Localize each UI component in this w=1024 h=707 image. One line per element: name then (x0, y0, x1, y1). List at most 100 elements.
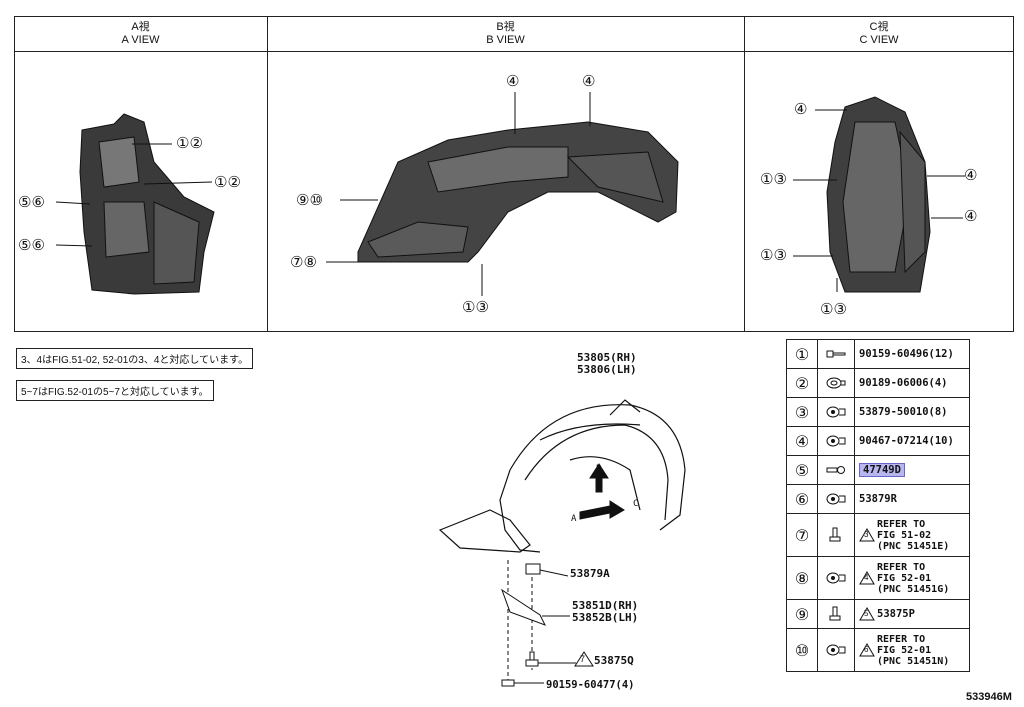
legend-row-number: ⑨ (787, 600, 818, 628)
legend-row-part: 90467-07214(10) (855, 427, 969, 455)
legend-row-number: ④ (787, 427, 818, 455)
pn-screw: 53875Q (594, 654, 634, 667)
legend-row-part-number: 90159-60496(12) (859, 348, 954, 360)
a-view-drawing (55, 113, 215, 295)
triangle-note-icon: 5 (859, 607, 875, 621)
b-callout-5: ①③ (462, 298, 489, 316)
b-view-en: B VIEW (486, 34, 525, 46)
c-callout-2: ①③ (760, 170, 787, 188)
legend-row: ③ 53879-50010(8) (787, 397, 969, 426)
legend-row: ② 90189-06006(4) (787, 368, 969, 397)
pn-seal-rh: 53851D(RH) (572, 599, 639, 612)
c-view-header: C視 C VIEW (744, 21, 1014, 47)
view-divider-1 (267, 16, 268, 332)
pn-liner-rh: 53805(RH) (577, 351, 637, 364)
legend-row: ④ 90467-07214(10) (787, 426, 969, 455)
legend-row-part: 53879R (855, 485, 969, 513)
legend-row-part-number: 53875P (877, 608, 915, 620)
legend-row-number: ② (787, 369, 818, 397)
c-view-en: C VIEW (859, 34, 899, 46)
legend-row: ⑥ 53879R (787, 484, 969, 513)
b-callout-1: ④ (506, 72, 520, 90)
arrow-a-label: A (571, 514, 577, 524)
view-divider-2 (744, 16, 745, 332)
a-view-jp: A視 (131, 21, 150, 33)
triangle-7-number: 7 (580, 654, 586, 664)
a-view-header: A視 A VIEW (14, 21, 267, 47)
nut-icon (818, 369, 855, 397)
legend-row-part: 53879-50010(8) (855, 398, 969, 426)
views-frame (14, 16, 1014, 332)
legend-row-number: ⑧ (787, 557, 818, 599)
triangle-note-icon: 6 (859, 643, 875, 657)
c-callout-4: ④ (964, 166, 978, 184)
pin-icon (818, 514, 855, 556)
clip-icon (818, 557, 855, 599)
clip-icon (818, 427, 855, 455)
b-view-drawing (326, 92, 679, 296)
main-liner-drawing (438, 399, 686, 687)
legend-row-part: 90159-60496(12) (855, 340, 969, 368)
b-callout-3: ⑨⑩ (296, 191, 323, 209)
clip-icon (818, 485, 855, 513)
legend-row-part-number: 90189-06006(4) (859, 377, 948, 389)
pn-seal-lh: 53852B(LH) (572, 611, 639, 624)
views-header-divider (14, 51, 1014, 52)
arrow-c-label: C (633, 499, 639, 509)
triangle-note-icon: 3 (859, 528, 875, 542)
pn-clip: 53879A (570, 567, 610, 580)
legend-row-part-number: 90467-07214(10) (859, 435, 954, 447)
c-view-drawing (793, 96, 965, 293)
arrow-b-label: B (596, 464, 602, 474)
c-callout-3: ①③ (760, 246, 787, 264)
legend-row-number: ⑩ (787, 629, 818, 671)
clip-icon (818, 629, 855, 671)
legend-row-part: 90189-06006(4) (855, 369, 969, 397)
clip-icon (818, 398, 855, 426)
b-view-jp: B視 (496, 21, 515, 33)
a-callout-2: ①② (214, 173, 241, 191)
legend-row-part-number: 53879-50010(8) (859, 406, 948, 418)
a-callout-3: ⑤⑥ (18, 193, 45, 211)
bolt-icon (818, 340, 855, 368)
b-view-header: B視 B VIEW (267, 21, 744, 47)
correspondence-note-2: 5~7はFIG.52-01の5~7と対応しています。 (16, 380, 214, 401)
legend-row-number: ⑥ (787, 485, 818, 513)
parts-legend-table: ① 90159-60496(12) ② 90189-06006(4) ③ 53879-50… (786, 339, 970, 672)
pin-icon (818, 600, 855, 628)
screw-icon (818, 456, 855, 484)
legend-row-part-number: 53879R (859, 493, 897, 505)
legend-row-number: ③ (787, 398, 818, 426)
catalog-id: 533946M (966, 691, 1012, 703)
a-callout-4: ⑤⑥ (18, 236, 45, 254)
pn-liner-lh: 53806(LH) (577, 363, 637, 376)
triangle-7-icon (574, 651, 594, 667)
legend-row-part: 47749D (855, 456, 969, 484)
c-callout-1: ④ (794, 100, 808, 118)
legend-row-number: ⑦ (787, 514, 818, 556)
triangle-note-icon: 4 (859, 571, 875, 585)
b-callout-4: ⑦⑧ (290, 253, 317, 271)
a-view-en: A VIEW (121, 34, 160, 46)
c-view-jp: C視 (869, 21, 889, 33)
b-callout-2: ④ (582, 72, 596, 90)
correspondence-note-1: 3、4はFIG.51-02, 52-01の3、4と対応しています。 (16, 348, 254, 369)
legend-row-part-number[interactable]: 47749D (859, 463, 905, 477)
legend-row-number: ⑤ (787, 456, 818, 484)
pn-bolt: 90159-60477(4) (546, 679, 635, 691)
c-callout-6: ①③ (820, 300, 847, 318)
legend-row: ⑤ 47749D (787, 455, 969, 484)
legend-row-number: ① (787, 340, 818, 368)
a-callout-1: ①② (176, 134, 203, 152)
